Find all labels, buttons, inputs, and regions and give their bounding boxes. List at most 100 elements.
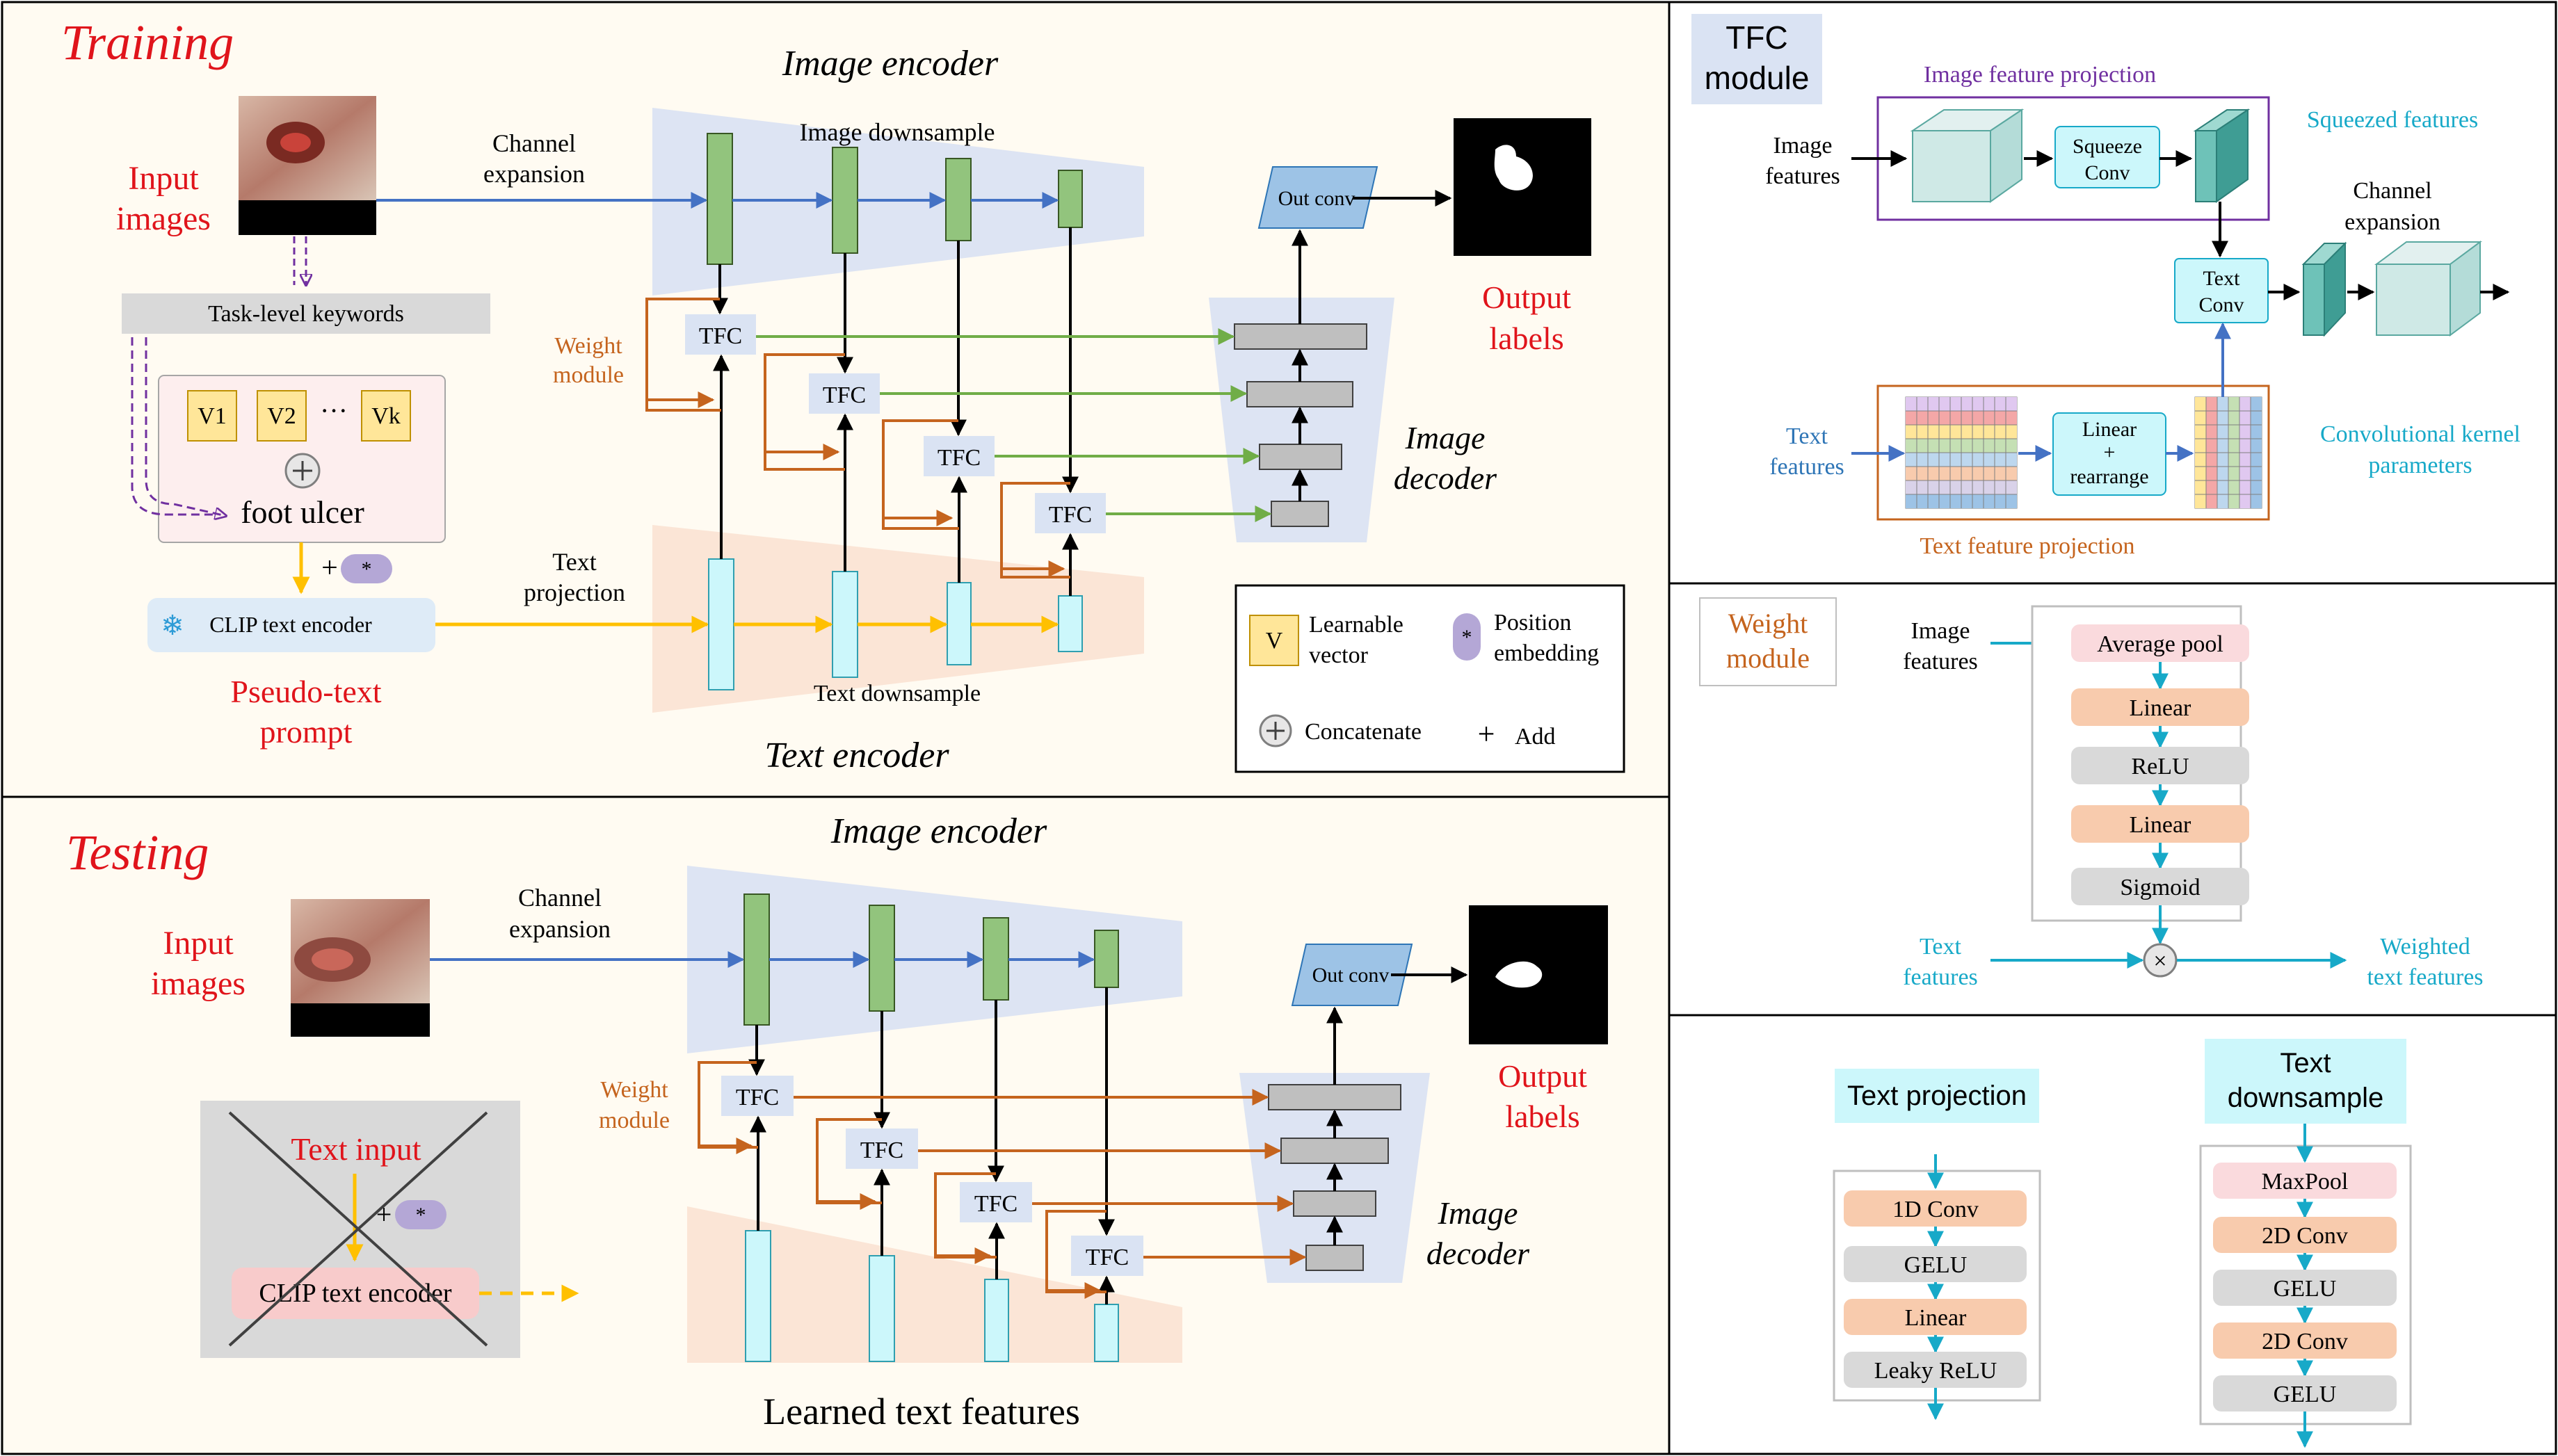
weight-module-detail: Weight module Image features Average poo… [1699, 597, 2484, 990]
text-downsample-detail: Text downsample MaxPool 2D Conv GELU 2D … [2199, 1039, 2412, 1448]
linear-rearrange-1: Linear [2082, 418, 2137, 441]
training-text-feature-1 [708, 558, 734, 690]
testing-text-feature-2 [869, 1255, 895, 1362]
conv-kernel-params-2: parameters [2368, 453, 2472, 478]
training-section: Training Input images Channel expansion … [61, 15, 1625, 775]
tp-step-1d-conv [1844, 1190, 2027, 1227]
text-projection-title: Text projection [1847, 1081, 2027, 1111]
training-tfc-1 [685, 314, 756, 355]
td-step-gelu-2 [2213, 1375, 2397, 1411]
text-projection-title-box [1835, 1069, 2039, 1123]
training-output-labels-2: labels [1489, 321, 1563, 356]
wm-image-features-2: features [1903, 649, 1978, 674]
training-text-feature-2 [832, 571, 858, 678]
testing-input-label-1: Input [163, 925, 234, 962]
legend-position-token [1453, 613, 1481, 661]
testing-text-feature-4 [1094, 1304, 1119, 1362]
training-clip-label: CLIP text encoder [209, 612, 372, 637]
position-embedding-star: * [362, 558, 372, 581]
legend-add: Add [1515, 724, 1556, 750]
tp-step-leaky-relu-label: Leaky ReLU [1874, 1358, 1997, 1384]
training-input-label-1: Input [128, 160, 199, 197]
weight-module-title-2: module [1726, 642, 1810, 674]
wm-image-features-1: Image [1911, 618, 1970, 644]
snowflake-icon: ❄ [161, 610, 184, 641]
t-weight-loop-4a [1000, 482, 1070, 579]
td-step-maxpool [2213, 1163, 2397, 1199]
tfc-image-features-2: features [1765, 163, 1840, 189]
tp-step-gelu [1844, 1246, 2027, 1282]
testing-text-input-label: Text input [291, 1131, 421, 1167]
testing-output-labels-2: labels [1505, 1099, 1579, 1134]
td-step-maxpool-label: MaxPool [2262, 1169, 2349, 1195]
wm-step-linear-2 [2071, 805, 2249, 843]
projection-downsample-panel [1668, 1014, 2557, 1455]
training-text-feature-3 [947, 582, 972, 665]
tfc-module-title-1: TFC [1726, 19, 1787, 56]
td-step-2d-conv-1-label: 2D Conv [2262, 1223, 2348, 1249]
text-feature-projection-label: Text feature projection [1920, 533, 2134, 559]
conv-kernel-params-1: Convolutional kernel [2320, 421, 2520, 447]
training-image-feature-4 [1058, 170, 1083, 228]
testing-tfc-1 [721, 1076, 794, 1116]
testing-decoder-block-4 [1305, 1245, 1364, 1271]
learnable-vector-1 [187, 390, 237, 442]
learned-text-features-label: Learned text features [763, 1391, 1080, 1432]
training-mask-shape [1494, 145, 1533, 191]
legend-learnable-1: Learnable [1309, 612, 1403, 638]
testing-weight-module-2: module [599, 1108, 670, 1133]
multiply-symbol [2143, 943, 2178, 978]
foot-ulcer-label: foot ulcer [241, 494, 364, 530]
vk-label: Vk [371, 403, 401, 429]
testing-decoder-block-1 [1268, 1084, 1401, 1110]
td-step-2d-conv-2 [2213, 1322, 2397, 1359]
testing-add-sign: + [376, 1199, 392, 1230]
tfc-channel-expansion-1: Channel [2353, 178, 2431, 204]
testing-image-encoder-label: Image encoder [830, 811, 1047, 851]
tp-step-1d-conv-label: 1D Conv [1892, 1197, 1979, 1222]
training-text-encoder-label: Text encoder [764, 736, 949, 775]
td-step-gelu-1-label: GELU [2274, 1276, 2337, 1302]
training-image-decoder-2: decoder [1394, 460, 1497, 496]
testing-tfc-3 [960, 1182, 1032, 1222]
testing-tfc-2-label: TFC [860, 1138, 903, 1163]
keyword-curve-1 [131, 337, 216, 516]
training-tfc-1-label: TFC [699, 323, 742, 349]
squeeze-conv-2: Conv [2084, 161, 2130, 184]
position-embedding-token [341, 554, 392, 583]
task-level-keywords-box [122, 293, 490, 334]
learned-text-features-shape [687, 1206, 1182, 1363]
testing-image-feature-3 [983, 917, 1009, 1001]
tfc-module-title-box [1691, 14, 1822, 104]
tfc-text-features-2: features [1769, 454, 1844, 480]
text-downsample-title-box [2205, 1039, 2406, 1124]
training-out-conv [1257, 166, 1378, 229]
training-tfc-4-label: TFC [1049, 502, 1092, 528]
training-tfc-3 [924, 436, 995, 476]
training-channel-expansion-2: expansion [483, 160, 585, 188]
learnable-vector-k [361, 390, 411, 442]
training-weight-module-2: module [553, 362, 624, 388]
wm-text-features-1: Text [1920, 934, 1961, 960]
weight-module-title-1: Weight [1728, 608, 1808, 639]
tfc-channel-expansion-2: expansion [2344, 209, 2440, 235]
testing-image-feature-4 [1094, 930, 1119, 988]
training-image-feature-3 [945, 158, 972, 241]
legend: V Learnable vector * Position embedding … [1234, 584, 1625, 773]
legend-v-symbol: V [1266, 628, 1283, 654]
testing-channel-expansion-1: Channel [518, 884, 602, 912]
multiply-symbol-label: × [2153, 948, 2166, 974]
testing-clip-text-encoder [232, 1268, 479, 1319]
training-text-downsample-label: Text downsample [814, 681, 981, 706]
testing-tfc-1-label: TFC [736, 1085, 779, 1110]
wm-step-linear-1 [2071, 688, 2249, 726]
testing-mask-shape [1495, 961, 1543, 988]
text-downsample-title-2: downsample [2228, 1083, 2384, 1113]
training-text-feature-4 [1058, 595, 1083, 652]
legend-concatenate: Concatenate [1305, 719, 1422, 745]
testing-input-image [291, 899, 430, 1037]
tfc-text-features-1: Text [1786, 423, 1828, 449]
squeezed-features-label: Squeezed features [2307, 107, 2478, 133]
training-image-downsample-label: Image downsample [800, 118, 995, 146]
